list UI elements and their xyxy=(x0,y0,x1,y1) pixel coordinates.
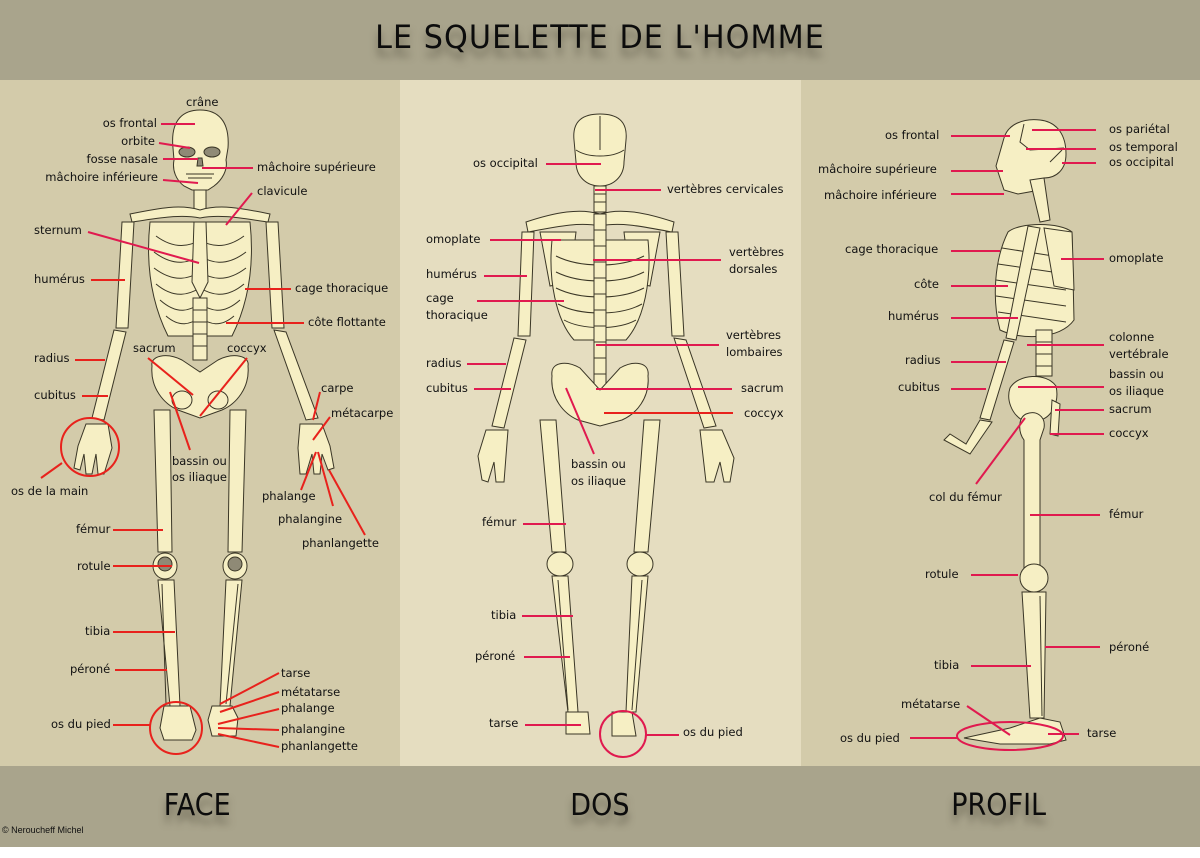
label-face-machoire-inferieure: mâchoire inférieure xyxy=(45,170,158,184)
label-profil-os-temporal: os temporal xyxy=(1109,140,1178,154)
label-face-clavicule: clavicule xyxy=(257,184,308,198)
label-dos-vertebres-lombaires-2: lombaires xyxy=(726,345,783,359)
copyright-text: © Neroucheff Michel xyxy=(2,825,84,835)
label-face-radius: radius xyxy=(34,351,70,365)
label-profil-radius: radius xyxy=(905,353,941,367)
label-face-os-main: os de la main xyxy=(11,484,89,498)
label-face-tibia: tibia xyxy=(85,624,111,638)
label-face-humerus: humérus xyxy=(34,272,85,286)
label-profil-os-occipital: os occipital xyxy=(1109,155,1174,169)
label-face-phalangette: phanlangette xyxy=(302,536,379,550)
label-profil-bassin-1: bassin ou xyxy=(1109,367,1164,381)
label-face-phalange: phalange xyxy=(262,489,316,503)
label-profil-os-pied: os du pied xyxy=(840,731,900,745)
panel-profil xyxy=(801,80,1200,766)
label-dos-tibia: tibia xyxy=(491,608,517,622)
label-dos-vertebres-lombaires-1: vertèbres xyxy=(726,328,782,342)
label-profil-sacrum: sacrum xyxy=(1109,402,1152,416)
label-profil-cubitus: cubitus xyxy=(898,380,940,394)
label-profil-coccyx: coccyx xyxy=(1109,426,1149,440)
label-face-rotule: rotule xyxy=(77,559,111,573)
label-dos-os-occipital: os occipital xyxy=(473,156,538,170)
label-face-os-pied: os du pied xyxy=(51,717,111,731)
label-profil-tibia: tibia xyxy=(934,658,960,672)
label-face-pied-phalange: phalange xyxy=(281,701,335,715)
label-face-pied-phalangette: phanlangette xyxy=(281,739,358,753)
label-dos-bassin-1: bassin ou xyxy=(571,457,626,471)
label-profil-cote: côte xyxy=(914,277,939,291)
label-profil-colonne-1: colonne xyxy=(1109,330,1155,344)
label-profil-femur: fémur xyxy=(1109,507,1144,521)
label-face-metacarpe: métacarpe xyxy=(331,406,394,420)
label-dos-coccyx: coccyx xyxy=(744,406,784,420)
label-face-sacrum: sacrum xyxy=(133,341,176,355)
label-face-pied-phalangine: phalangine xyxy=(281,722,346,736)
header-band xyxy=(0,0,1200,80)
label-face-os-frontal: os frontal xyxy=(102,116,157,130)
label-dos-vertebres-cervicales: vertèbres cervicales xyxy=(667,182,784,196)
label-profil-os-parietal: os pariétal xyxy=(1109,122,1170,136)
label-face-orbite: orbite xyxy=(121,134,155,148)
label-dos-bassin-2: os iliaque xyxy=(571,474,626,488)
label-dos-os-pied: os du pied xyxy=(683,725,743,739)
label-face-bassin-1: bassin ou xyxy=(172,454,227,468)
page-title: LE SQUELETTE DE L'HOMME xyxy=(375,18,825,56)
label-dos-cubitus: cubitus xyxy=(426,381,468,395)
footer-band xyxy=(0,766,1200,847)
label-profil-rotule: rotule xyxy=(925,567,959,581)
view-label-face: FACE xyxy=(163,788,231,823)
label-face-sternum: sternum xyxy=(34,223,82,237)
label-dos-vertebres-dorsales-1: vertèbres xyxy=(729,245,785,259)
label-dos-radius: radius xyxy=(426,356,462,370)
label-dos-omoplate: omoplate xyxy=(426,232,481,246)
label-profil-perone: péroné xyxy=(1109,640,1150,654)
label-face-perone: péroné xyxy=(70,662,111,676)
label-dos-humerus: humérus xyxy=(426,267,477,281)
label-face-cubitus: cubitus xyxy=(34,388,76,402)
label-face-tarse: tarse xyxy=(281,666,311,680)
label-face-cote-flottante: côte flottante xyxy=(308,315,386,329)
label-profil-tarse: tarse xyxy=(1087,726,1117,740)
label-dos-cage-1: cage xyxy=(426,291,454,305)
label-profil-colonne-2: vertébrale xyxy=(1109,347,1169,361)
label-profil-machoire-superieure: mâchoire supérieure xyxy=(818,162,937,176)
label-dos-femur: fémur xyxy=(482,515,517,529)
label-face-metatarse: métatarse xyxy=(281,685,341,699)
label-dos-sacrum: sacrum xyxy=(741,381,784,395)
label-profil-os-frontal: os frontal xyxy=(885,128,940,142)
label-face-coccyx: coccyx xyxy=(227,341,267,355)
label-profil-omoplate: omoplate xyxy=(1109,251,1164,265)
label-profil-cage-thoracique: cage thoracique xyxy=(845,242,939,256)
label-profil-bassin-2: os iliaque xyxy=(1109,384,1164,398)
label-dos-vertebres-dorsales-2: dorsales xyxy=(729,262,778,276)
label-dos-tarse: tarse xyxy=(489,716,519,730)
label-face-cage-thoracique: cage thoracique xyxy=(295,281,389,295)
label-dos-cage-2: thoracique xyxy=(426,308,488,322)
label-face-bassin-2: os iliaque xyxy=(172,470,227,484)
label-profil-humerus: humérus xyxy=(888,309,939,323)
label-face-femur: fémur xyxy=(76,522,111,536)
label-face-machoire-superieure: mâchoire supérieure xyxy=(257,160,376,174)
label-face-carpe: carpe xyxy=(321,381,354,395)
label-profil-metatarse: métatarse xyxy=(901,697,961,711)
view-label-dos: DOS xyxy=(570,788,630,823)
label-profil-col-femur: col du fémur xyxy=(929,490,1002,504)
view-label-profil: PROFIL xyxy=(951,788,1047,823)
label-face-fosse-nasale: fosse nasale xyxy=(86,152,158,166)
label-profil-machoire-inferieure: mâchoire inférieure xyxy=(824,188,937,202)
label-dos-perone: péroné xyxy=(475,649,516,663)
label-face-phalangine: phalangine xyxy=(278,512,343,526)
label-face-crane: crâne xyxy=(186,95,219,109)
